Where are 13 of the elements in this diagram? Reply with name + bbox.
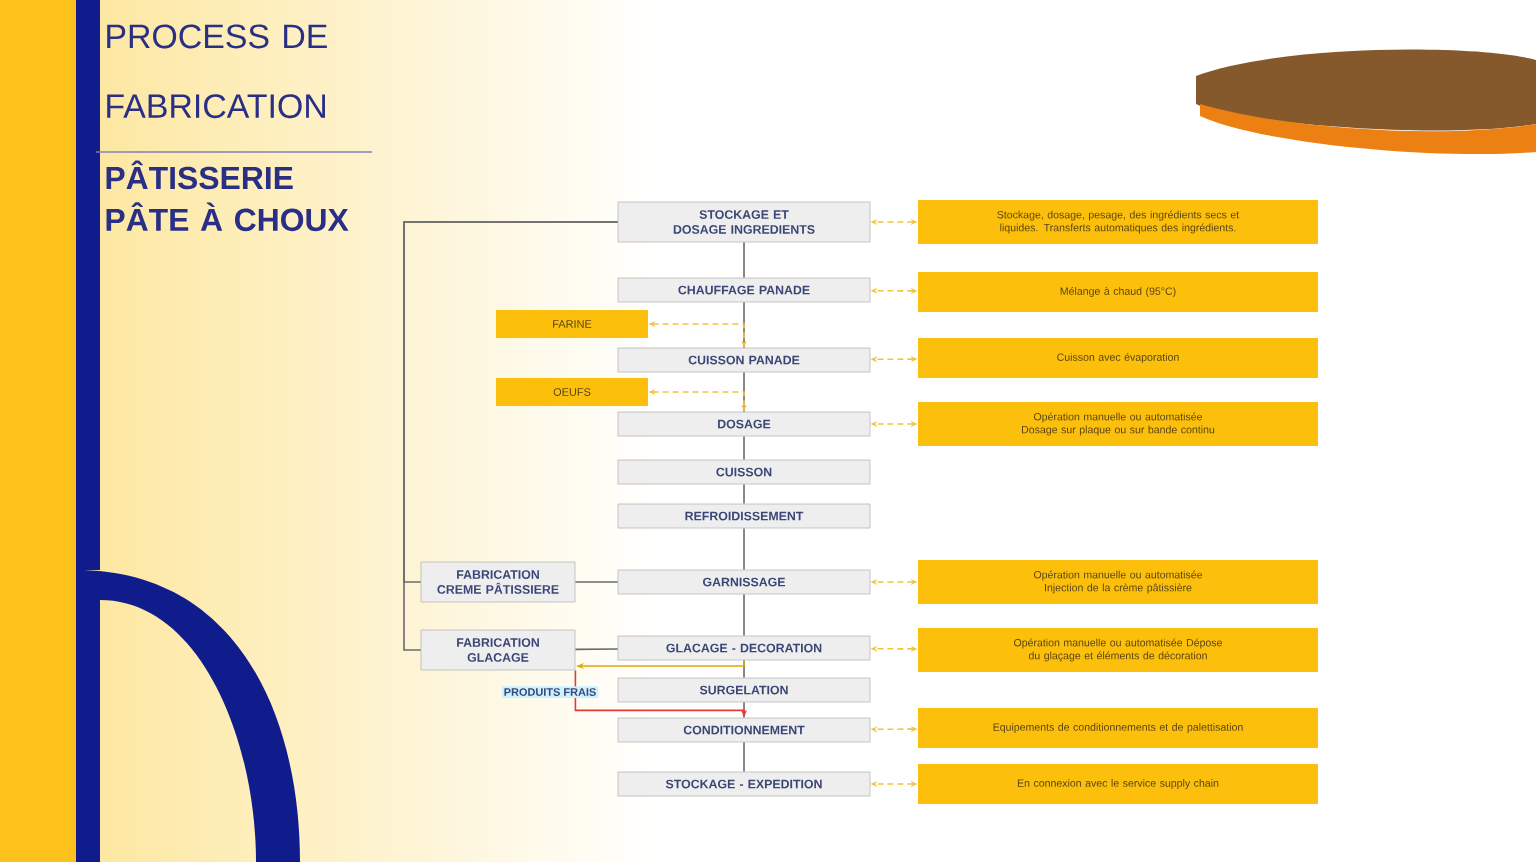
subtitle: PÂTISSERIE PÂTE À CHOUX [106,160,349,232]
connector-line [743,593,745,637]
connector-line [743,241,745,279]
connector-line [743,435,745,461]
connector-line [574,648,619,651]
connector-line [743,371,745,413]
connector-line [403,221,619,651]
title: PROCESS DE FABRICATION [107,24,327,119]
connector-line [743,483,745,505]
connector-line [574,581,619,583]
connector-line [743,527,745,571]
connector-line [743,741,745,773]
connector-line [743,301,745,349]
